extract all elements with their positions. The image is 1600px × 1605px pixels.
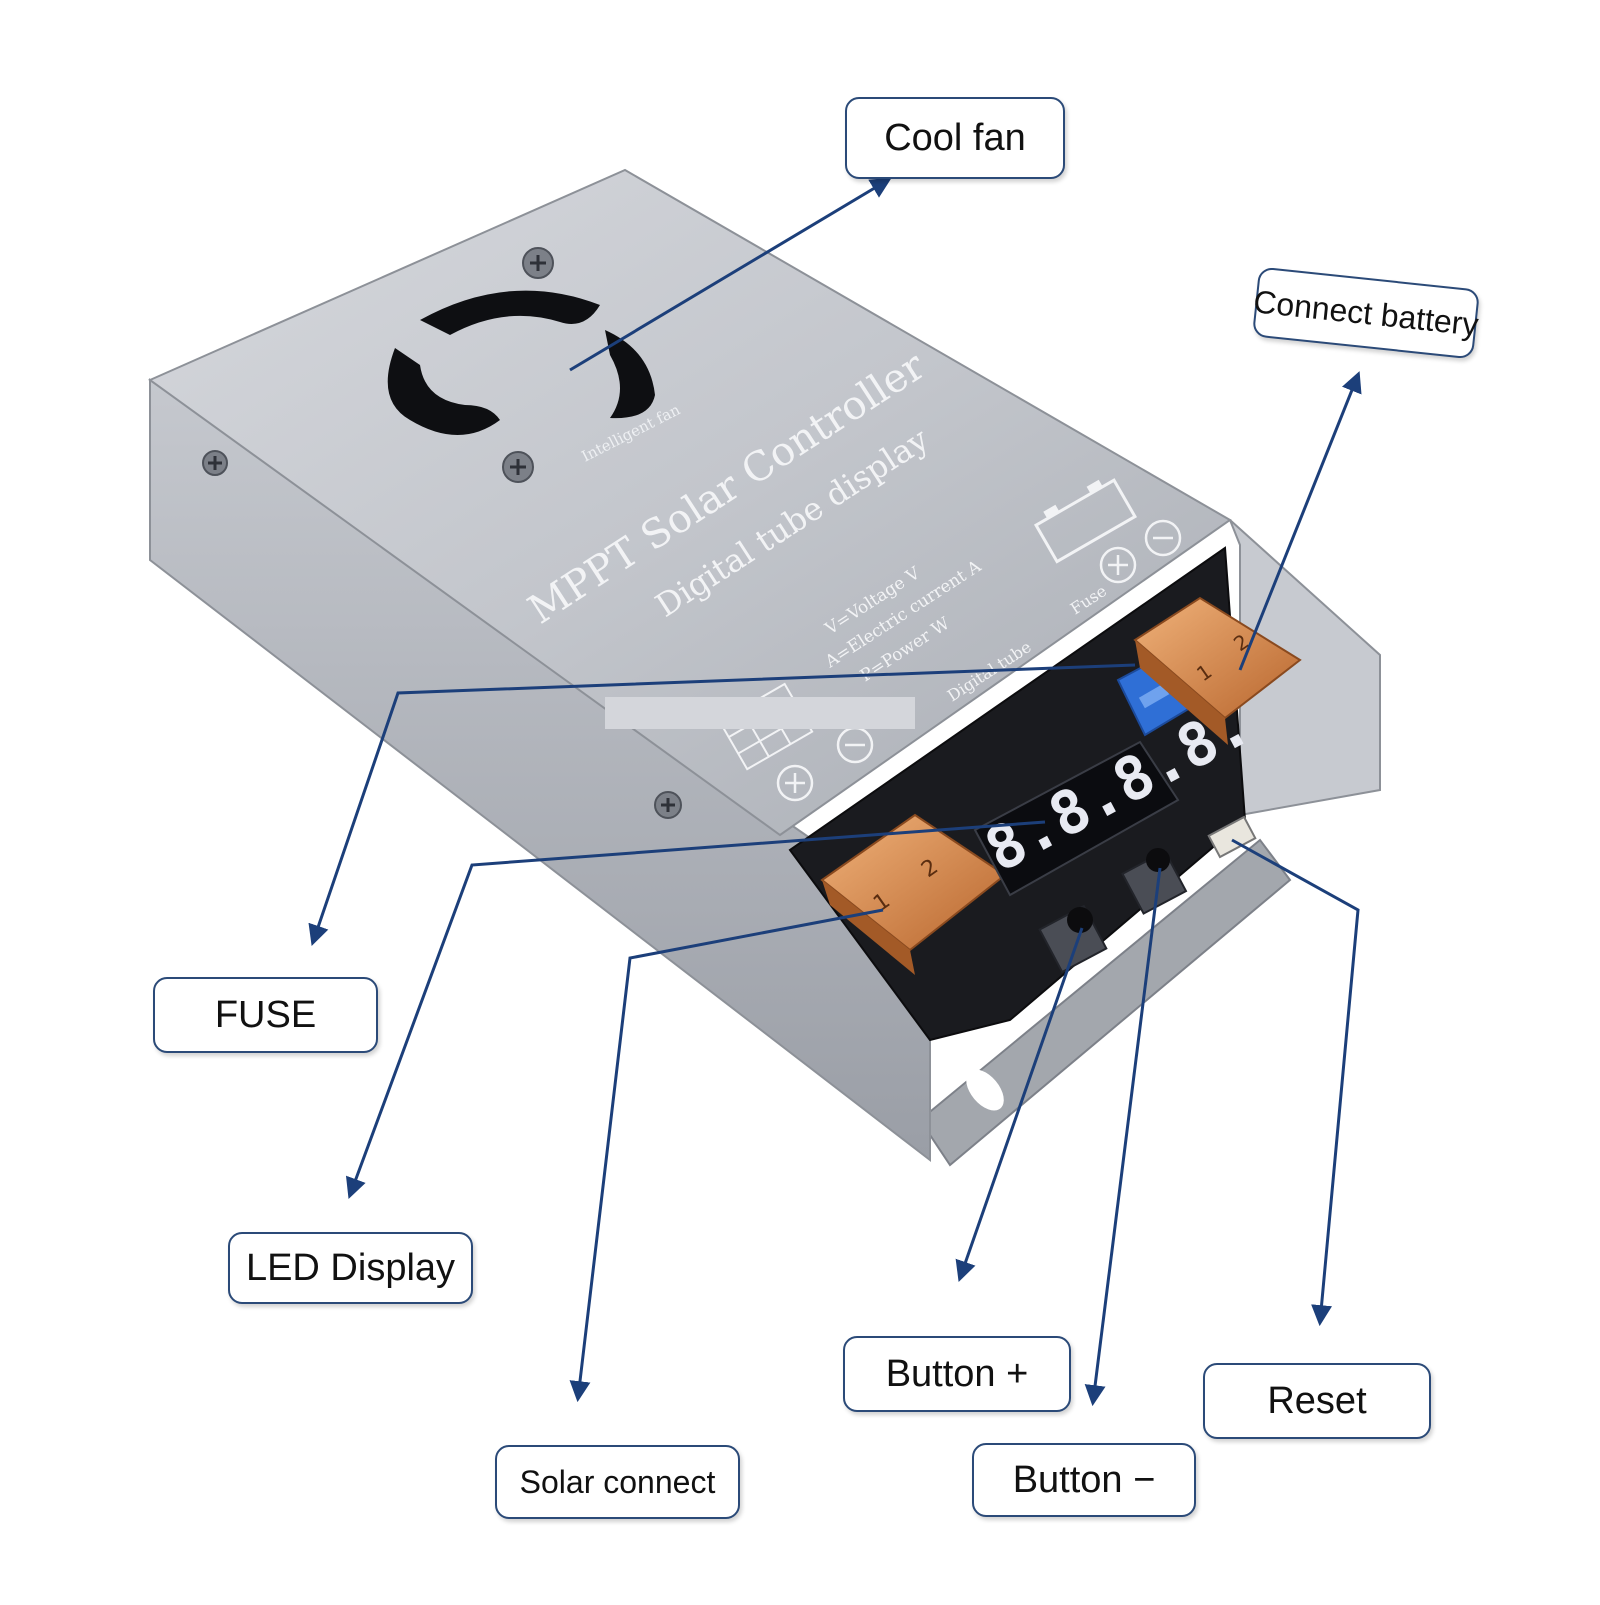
callout-button-plus: Button + xyxy=(843,1336,1071,1412)
callout-solar-connect: Solar connect xyxy=(495,1445,740,1519)
battery-icon xyxy=(1033,478,1138,564)
callout-arrows xyxy=(308,177,1362,1407)
screw-icon xyxy=(502,451,534,483)
arrow-button-plus xyxy=(955,927,1084,1282)
screw-icon xyxy=(654,791,682,819)
plus-icon xyxy=(776,764,814,802)
reset-switch xyxy=(1207,815,1257,859)
button-plus-component xyxy=(1038,904,1108,974)
arrow-cool-fan xyxy=(569,177,892,372)
solar-terminal-block: 1 2 xyxy=(820,813,1007,975)
arrow-fuse xyxy=(308,663,1136,946)
button-minus-component xyxy=(1121,848,1188,915)
arrow-led-display xyxy=(345,820,1046,1199)
arrow-connect-battery xyxy=(1238,371,1362,671)
callout-reset: Reset xyxy=(1203,1363,1431,1439)
plus-icon xyxy=(1099,546,1137,584)
fan-vent xyxy=(387,290,655,435)
screw-icon xyxy=(522,247,554,279)
battery-terminal-block: 1 2 xyxy=(1133,596,1302,745)
mounting-plate xyxy=(918,838,1292,1167)
callout-led-display: LED Display xyxy=(228,1232,473,1304)
callout-button-minus: Button − xyxy=(972,1443,1196,1517)
arrow-solar-connect xyxy=(569,908,884,1403)
mounting-slot xyxy=(966,1069,1004,1111)
callout-fuse: FUSE xyxy=(153,977,378,1053)
case-right-wall xyxy=(1229,519,1381,817)
callout-cool-fan: Cool fan xyxy=(845,97,1065,179)
arrow-reset xyxy=(1231,838,1360,1327)
minus-icon xyxy=(1144,519,1182,557)
screw-icon xyxy=(202,450,228,476)
case-top xyxy=(148,168,1232,837)
redaction-bar xyxy=(605,697,915,729)
arrow-button-minus xyxy=(1084,867,1162,1407)
